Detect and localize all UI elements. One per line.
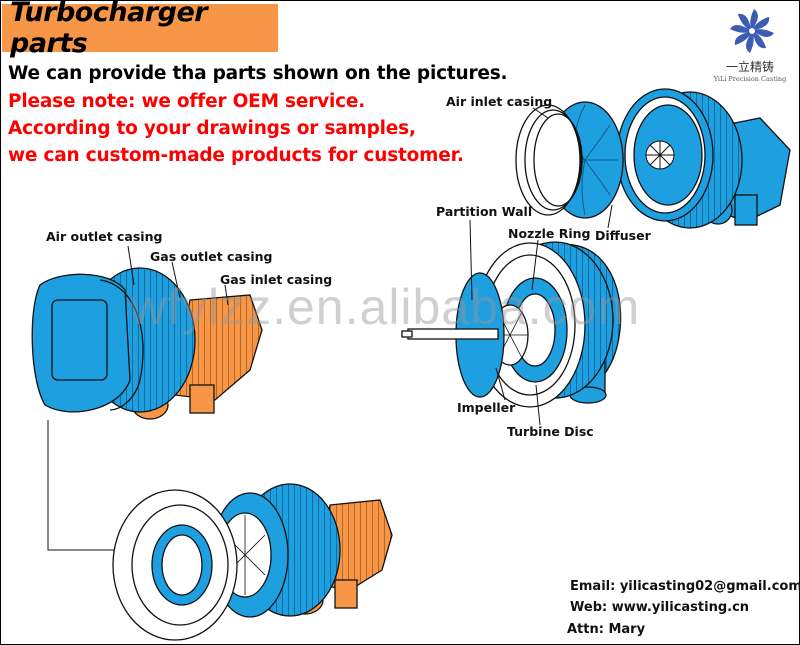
label-diffuser: Diffuser <box>595 228 651 243</box>
contact-web: Web: www.yilicasting.cn <box>570 600 750 615</box>
watermark-text: wfylzz.en.alibaba.com <box>130 279 641 335</box>
drawings-line: According to your drawings or samples, <box>8 118 416 139</box>
label-turbine-disc: Turbine Disc <box>507 424 594 439</box>
label-gas-outlet-casing: Gas outlet casing <box>150 249 273 264</box>
middle-right-assembly <box>401 241 622 408</box>
page-title: Turbocharger parts <box>10 0 208 59</box>
label-partition-wall: Partition Wall <box>436 204 533 219</box>
label-air-inlet-casing: Air inlet casing <box>446 94 553 109</box>
label-nozzle-ring: Nozzle Ring <box>508 226 591 241</box>
logo-subtitle: YiLi Precision Casting <box>713 75 787 83</box>
pinwheel-logo-icon <box>730 9 774 53</box>
title-banner: Turbocharger parts <box>2 0 278 59</box>
assembled-turbocharger <box>31 267 263 420</box>
label-gas-inlet-casing: Gas inlet casing <box>220 272 333 287</box>
intro-line: We can provide tha parts shown on the pi… <box>8 63 508 84</box>
custom-made-line: we can custom-made products for customer… <box>8 145 464 166</box>
top-right-assembly <box>515 88 791 229</box>
contact-attn: Attn: Mary <box>567 622 646 637</box>
contact-email: Email: yilicasting02@gmail.com <box>570 579 800 594</box>
label-air-outlet-casing: Air outlet casing <box>46 229 163 244</box>
bottom-exploded-assembly <box>112 483 393 641</box>
logo-name: 一立精铸 <box>725 60 774 74</box>
oem-note-line: Please note: we offer OEM service. <box>8 91 366 112</box>
label-impeller: Impeller <box>457 400 516 415</box>
